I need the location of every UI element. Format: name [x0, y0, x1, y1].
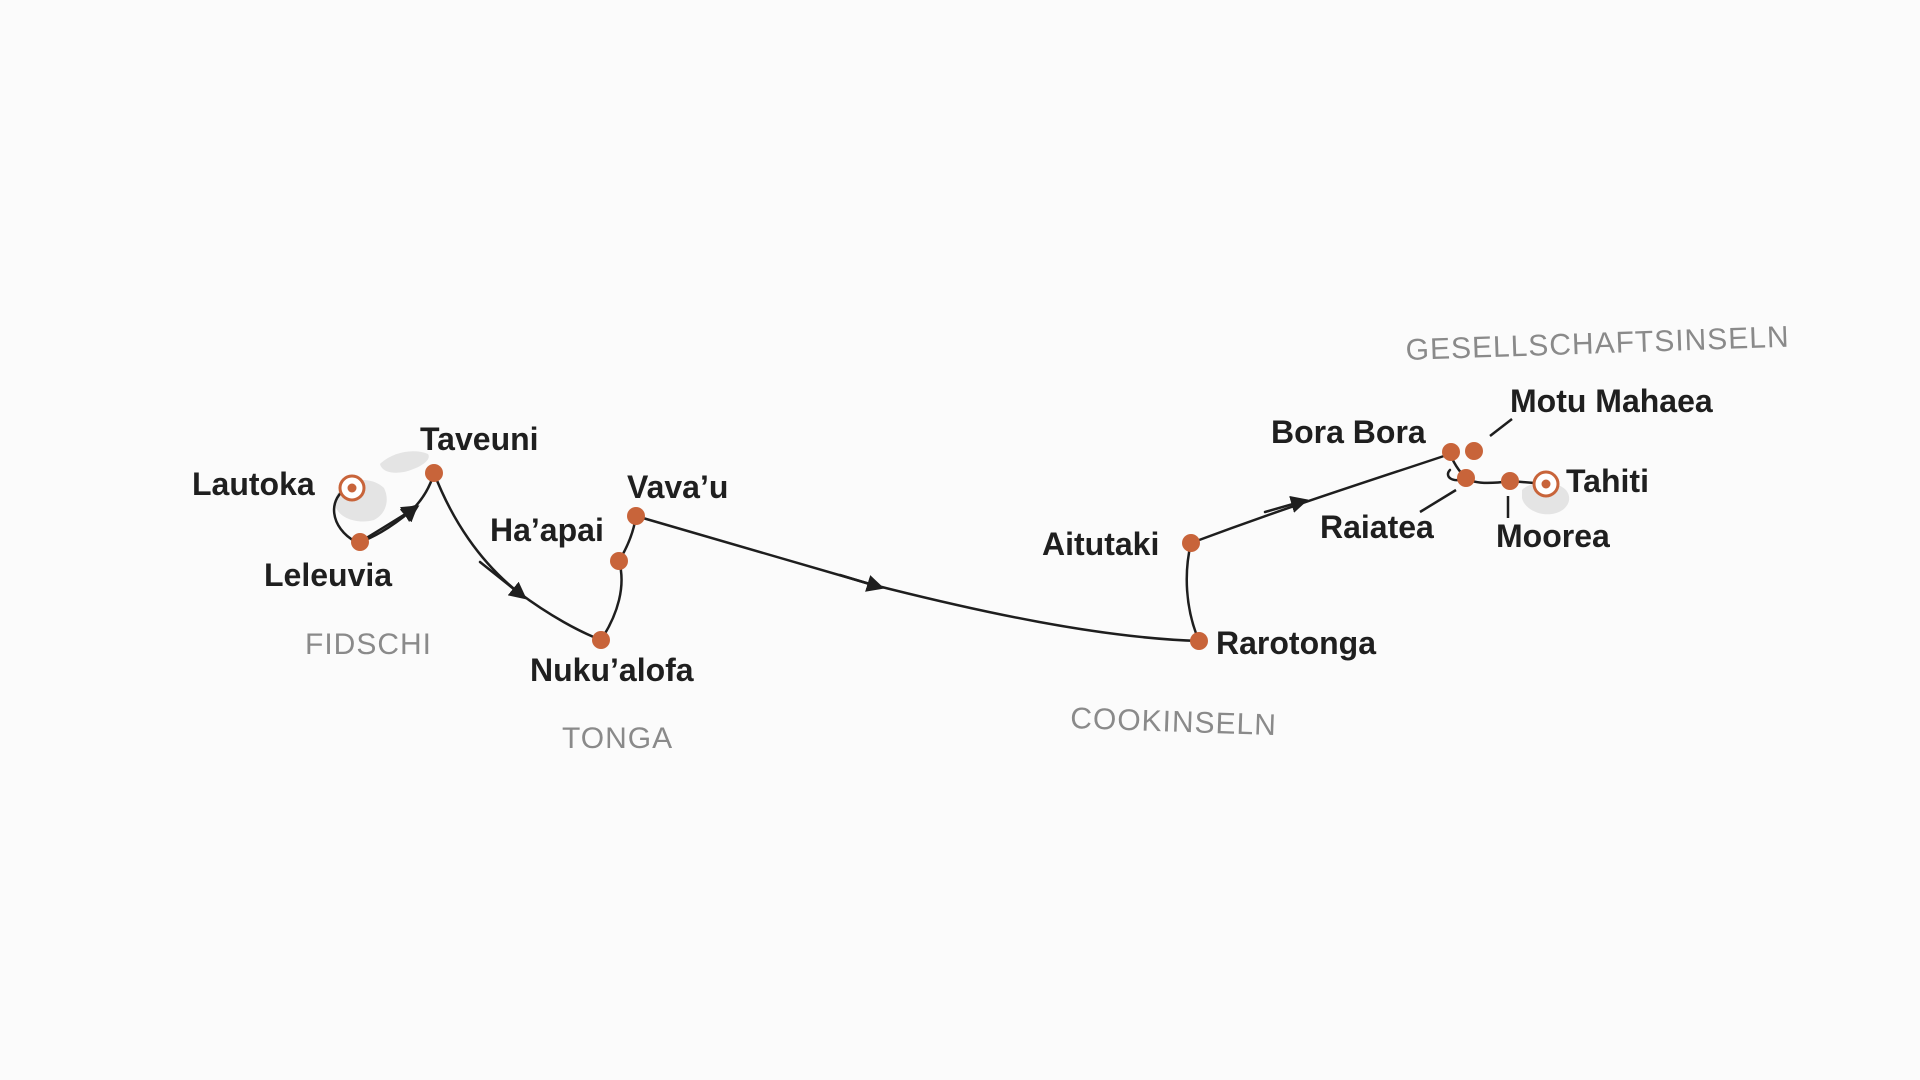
raiatea-dot-marker-icon[interactable]	[1457, 469, 1475, 487]
vavau-dot-marker-icon[interactable]	[627, 507, 645, 525]
port-label-bora-bora[interactable]: Bora Bora	[1271, 414, 1426, 450]
port-label-moorea[interactable]: Moorea	[1496, 518, 1610, 554]
haapai-dot-marker-icon[interactable]	[610, 552, 628, 570]
motu-mahaea-dot-marker-icon[interactable]	[1465, 442, 1483, 460]
nukualofa-dot-marker-icon[interactable]	[592, 631, 610, 649]
port-label-leleuvia[interactable]: Leleuvia	[264, 557, 392, 593]
taveuni-dot-marker-icon[interactable]	[425, 464, 443, 482]
region-label-tonga: TONGA	[562, 722, 673, 755]
route-aitutaki-bora-bora-arrow	[1263, 495, 1309, 514]
label-leader-lines	[1419, 418, 1513, 518]
port-label-taveuni[interactable]: Taveuni	[420, 421, 539, 457]
port-markers	[338, 442, 1560, 650]
target-marker-icon[interactable]	[338, 474, 366, 502]
region-label-fidschi: FIDSCHI	[305, 628, 432, 661]
port-labels: Lautoka Leleuvia Taveuni Ha’apai Vava’u …	[192, 383, 1713, 688]
leleuvia-dot-marker-icon[interactable]	[351, 533, 369, 551]
tahiti-marker-center	[1541, 479, 1551, 489]
leader-motu-mahaea	[1489, 418, 1513, 437]
port-label-lautoka[interactable]: Lautoka	[192, 466, 315, 502]
route-vavau-rarotonga-arrow	[838, 573, 885, 592]
route-leleuvia-taveuni-arrow	[358, 505, 420, 544]
port-label-aitutaki[interactable]: Aitutaki	[1042, 526, 1159, 562]
port-label-motu-mahaea[interactable]: Motu Mahaea	[1510, 383, 1713, 419]
port-label-vavau[interactable]: Vava’u	[627, 469, 728, 505]
port-label-haapai[interactable]: Ha’apai	[490, 512, 604, 548]
route-aitutaki-bora-bora	[1189, 452, 1452, 545]
port-label-nukualofa[interactable]: Nuku’alofa	[530, 652, 694, 688]
region-label-cookinseln: COOKINSELN	[1070, 702, 1278, 742]
leader-raiatea	[1419, 488, 1457, 514]
port-label-raiatea[interactable]: Raiatea	[1320, 509, 1434, 545]
region-labels: FIDSCHI TONGA COOKINSELN GESELLSCHAFTSIN…	[305, 321, 1790, 755]
region-label-gesellschaftsinseln: GESELLSCHAFTSINSELN	[1405, 321, 1790, 367]
route-rarotonga-aitutaki	[1185, 541, 1201, 643]
moorea-dot-marker-icon[interactable]	[1501, 472, 1519, 490]
rarotonga-dot-marker-icon[interactable]	[1190, 632, 1208, 650]
bora-bora-dot-marker-icon[interactable]	[1442, 443, 1460, 461]
aitutaki-dot-marker-icon[interactable]	[1182, 534, 1200, 552]
route-taveuni-nukualofa-arrow	[478, 560, 527, 600]
port-label-tahiti[interactable]: Tahiti	[1566, 463, 1649, 499]
route-taveuni-nukualofa	[432, 471, 603, 642]
port-label-rarotonga[interactable]: Rarotonga	[1216, 625, 1376, 661]
lautoka-marker-center	[347, 483, 357, 493]
target-marker-icon[interactable]	[1532, 470, 1560, 498]
fiji-vanua-levu-island	[380, 451, 429, 473]
route-nukualofa-haapai	[599, 559, 623, 642]
